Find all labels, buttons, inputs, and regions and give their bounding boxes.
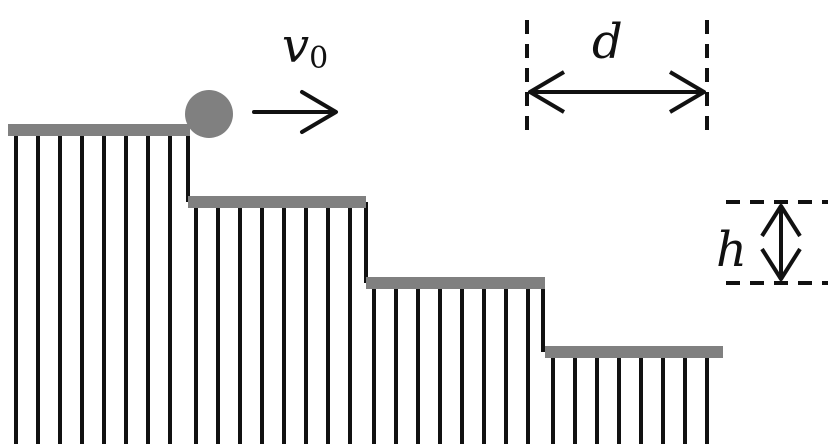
velocity-arrow (252, 90, 338, 134)
tread-1 (8, 124, 190, 136)
height-label: h (716, 222, 747, 278)
tread-3 (366, 277, 545, 289)
height-dimension (726, 200, 828, 285)
width-dimension (525, 20, 709, 130)
tread-2 (188, 196, 366, 208)
ball (185, 90, 233, 138)
step-risers (186, 130, 545, 352)
tread-4 (545, 346, 723, 358)
width-label: d (592, 14, 623, 70)
step-hatching (14, 134, 709, 444)
velocity-label: v0 (282, 18, 328, 76)
step-treads (8, 124, 723, 358)
